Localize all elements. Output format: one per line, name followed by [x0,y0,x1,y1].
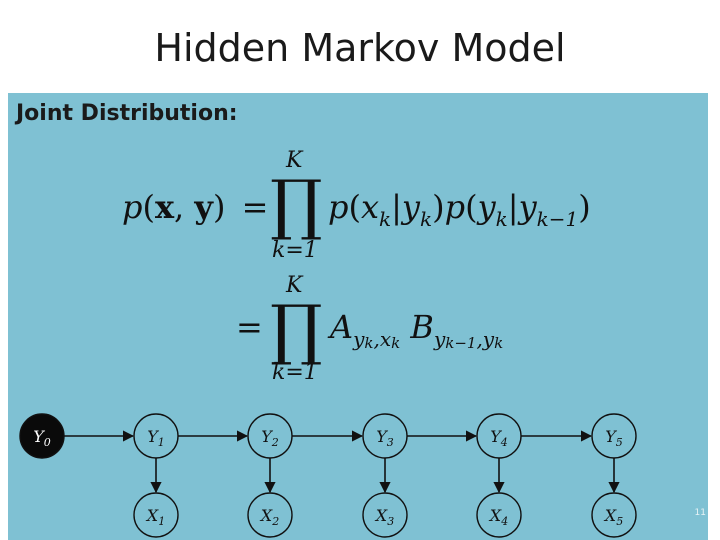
node-x2-circle [247,492,293,538]
node-x5: X5 [591,492,637,538]
node-y4-circle [476,413,522,459]
node-y5-circle [591,413,637,459]
node-x2: X2 [247,492,293,538]
lhs-p: p [122,188,143,226]
equation-1-lhs: p(x, y) = [122,188,268,226]
node-x5-circle [591,492,637,538]
prod1-bottom: k=1 [272,238,318,263]
lhs-args: (x, y) [142,188,226,226]
node-y5-label: Y5 [605,427,623,449]
prod1-symbol: ∏ [270,166,323,243]
node-y0: Y0 [19,413,65,459]
node-x1-circle [133,492,179,538]
node-x3-circle [362,492,408,538]
node-x1-label: X1 [145,506,165,528]
equation-2-rhs: Ayk,xk Byk−1,yk [330,308,504,352]
node-y4-label: Y4 [490,427,508,449]
node-y2-label: Y2 [261,427,279,449]
edges-group [64,430,620,494]
node-y2: Y2 [247,413,293,459]
content-panel: Joint Distribution: [8,93,708,540]
node-x4-circle [476,492,522,538]
node-x2-label: X2 [259,506,279,528]
prod2-bottom: k=1 [272,360,318,385]
node-y1-label: Y1 [147,427,165,449]
node-x4: X4 [476,492,522,538]
prod2-symbol: ∏ [270,291,323,368]
page-number: 11 [694,508,706,518]
node-y0-label: Y0 [33,427,51,449]
equals-2: = [236,308,263,346]
slide-title: Hidden Markov Model [154,26,566,70]
node-y3-label: Y3 [376,427,394,449]
equation-1-rhs: p(xk|yk)p(yk|yk−1) [328,188,591,231]
node-x1: X1 [133,492,179,538]
node-x5-label: X5 [603,506,623,528]
node-y0-circle [19,413,65,459]
node-y1-circle [133,413,179,459]
prod2-top: K [286,273,303,298]
node-x3-label: X3 [374,506,394,528]
node-y3-circle [362,413,408,459]
equals-1: = [241,188,269,226]
prod1-top: K [286,148,303,173]
node-y2-circle [247,413,293,459]
node-y5: Y5 [591,413,637,459]
section-label: Joint Distribution: [16,101,238,126]
node-x4-label: X4 [488,506,508,528]
node-y1: Y1 [133,413,179,459]
node-y3: Y3 [362,413,408,459]
node-y4: Y4 [476,413,522,459]
node-x3: X3 [362,492,408,538]
